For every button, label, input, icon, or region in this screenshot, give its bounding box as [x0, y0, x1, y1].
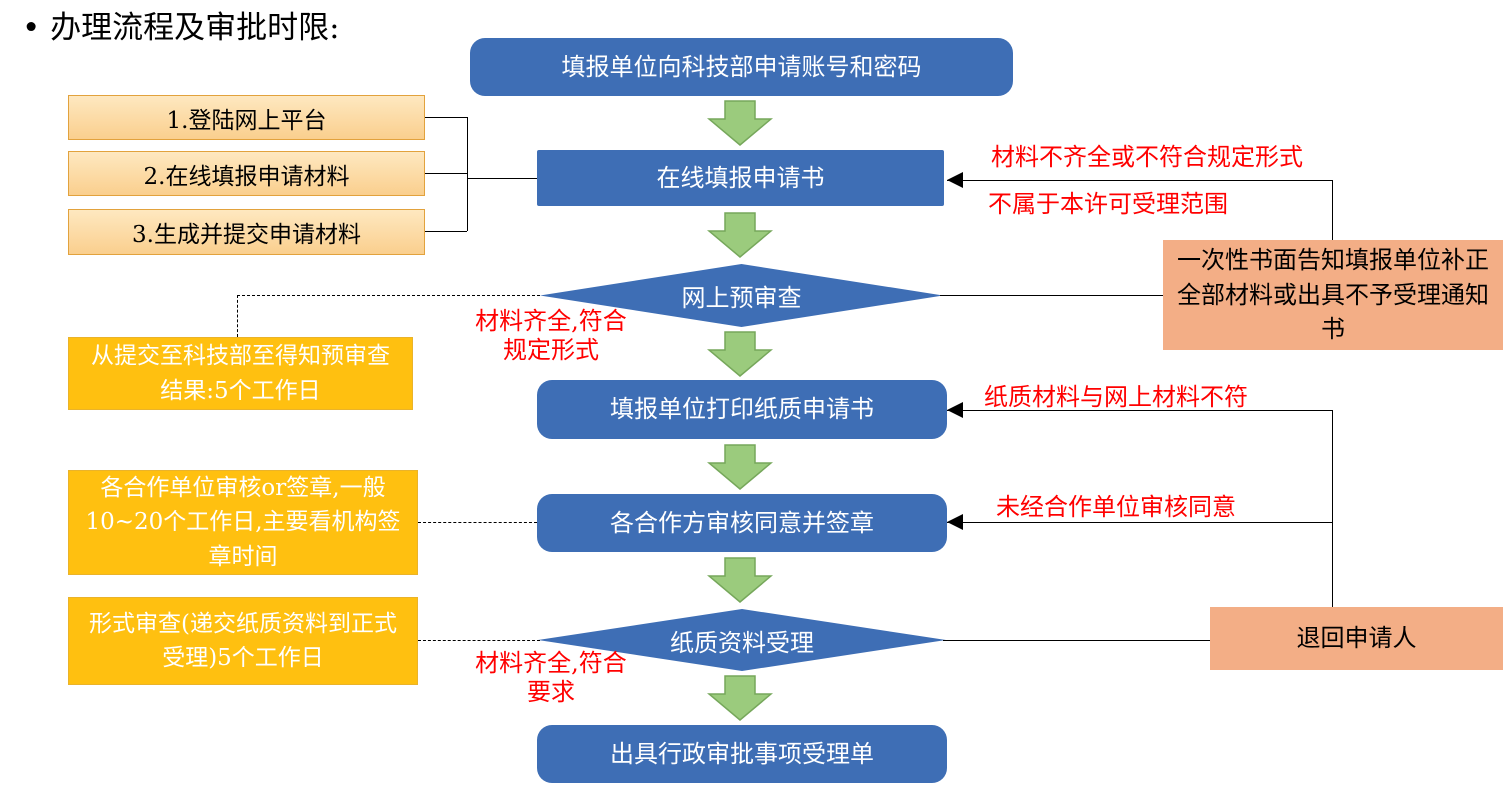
step-issue-receipt: 出具行政审批事项受理单: [537, 725, 947, 783]
down-arrow-icon: [707, 675, 773, 721]
down-arrow-icon: [707, 444, 773, 490]
timing-note-precheck: 从提交至科技部至得知预审查结果:5个工作日: [68, 337, 413, 410]
feedback-line: [1332, 410, 1333, 607]
substep-generate-submit: 3.生成并提交申请材料: [68, 209, 425, 255]
timing-note-formal-review: 形式审查(递交纸质资料到正式受理)5个工作日: [68, 597, 418, 685]
timing-note-partner-sign: 各合作单位审核or签章,一般10~20个工作日,主要看机构签章时间: [68, 470, 418, 575]
substep-fill-online: 2.在线填报申请材料: [68, 151, 425, 196]
connector-line: [467, 117, 468, 231]
feedback-line: [947, 180, 1332, 181]
feedback-line: [947, 410, 1332, 411]
label-pass-precheck: 材料齐全,符合规定形式: [475, 307, 627, 364]
arrowhead-left-icon: [947, 402, 963, 418]
connector-line: [425, 173, 467, 174]
label-pass-acceptance: 材料齐全,符合要求: [475, 649, 627, 706]
feedback-line: [1332, 180, 1333, 240]
dashed-connector: [237, 295, 238, 337]
down-arrow-icon: [707, 100, 773, 146]
arrowhead-left-icon: [947, 514, 963, 530]
label-reject-scope: 不属于本许可受理范围: [988, 190, 1228, 218]
connector-line: [940, 295, 1163, 296]
arrowhead-left-icon: [947, 172, 963, 188]
page-title: • 办理流程及审批时限:: [22, 10, 340, 46]
outcome-return-box: 退回申请人: [1210, 607, 1503, 670]
outcome-notify-box: 一次性书面告知填报单位补正全部材料或出具不予受理通知书: [1163, 240, 1503, 350]
substep-login: 1.登陆网上平台: [68, 95, 425, 140]
label-reject-mismatch: 纸质材料与网上材料不符: [984, 383, 1248, 411]
step-online-fill: 在线填报申请书: [537, 150, 944, 206]
dashed-connector: [418, 522, 537, 523]
feedback-line: [947, 522, 1332, 523]
label-reject-incomplete: 材料不齐全或不符合规定形式: [991, 143, 1303, 171]
down-arrow-icon: [707, 331, 773, 377]
label-reject-unapproved: 未经合作单位审核同意: [996, 493, 1236, 521]
connector-line: [943, 640, 1210, 641]
dashed-connector: [418, 640, 540, 641]
dashed-connector: [237, 295, 540, 296]
down-arrow-icon: [707, 557, 773, 603]
connector-line: [425, 231, 467, 232]
step-print-paper: 填报单位打印纸质申请书: [537, 380, 947, 439]
step-partner-sign: 各合作方审核同意并签章: [537, 494, 947, 552]
down-arrow-icon: [707, 212, 773, 258]
step-apply-account: 填报单位向科技部申请账号和密码: [470, 38, 1013, 96]
connector-line: [467, 178, 537, 179]
connector-line: [425, 117, 467, 118]
